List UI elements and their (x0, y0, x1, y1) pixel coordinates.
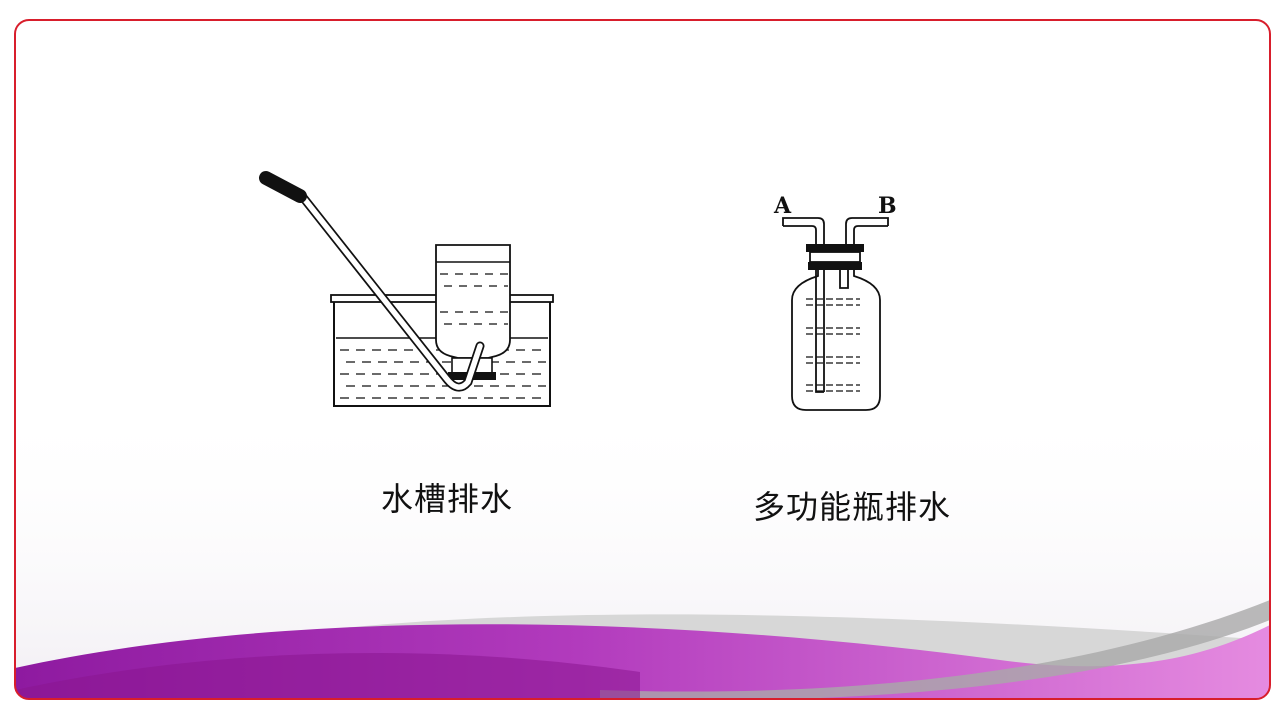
slide-border (14, 19, 1271, 700)
decorative-wave (15, 600, 1270, 699)
multifunction-bottle-diagram (782, 217, 889, 411)
trough-diagram (259, 171, 554, 407)
bottle-water-dashes (440, 273, 508, 325)
port-a-label: A (773, 193, 792, 219)
port-b-label: B (878, 193, 897, 219)
bottle-water-lines (806, 298, 860, 392)
bottle-caption: 多功能瓶排水 (753, 488, 952, 526)
trough-caption: 水槽排水 (381, 480, 514, 518)
